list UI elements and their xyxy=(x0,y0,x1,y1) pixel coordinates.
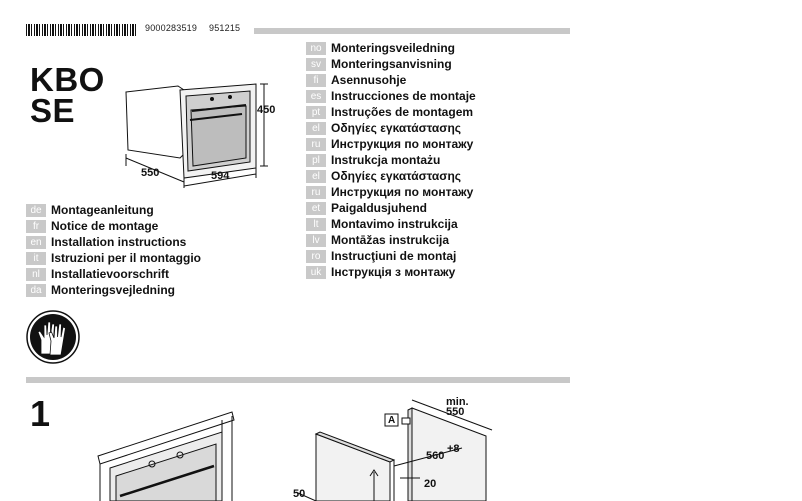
list-item: pt Instruções de montagem xyxy=(306,104,476,120)
list-item: fi Asennusohje xyxy=(306,72,476,88)
date-code: 951215 xyxy=(209,23,241,33)
language-label: Инструкция по монтажу xyxy=(331,185,474,199)
list-item: fr Notice de montage xyxy=(26,218,201,234)
language-list-right: no Monteringsveiledning sv Monteringsanvis… xyxy=(306,40,476,280)
language-code: el xyxy=(306,169,326,183)
list-item: el Οδηγίες εγκατάστασης xyxy=(306,168,476,184)
language-label: Notice de montage xyxy=(51,219,159,233)
list-item: it Istruzioni per il montaggio xyxy=(26,250,201,266)
list-item: et Paigaldusjuhend xyxy=(306,200,476,216)
language-label: Asennusohje xyxy=(331,73,407,87)
language-label: Montāžas instrukcija xyxy=(331,233,450,247)
language-code: it xyxy=(26,251,46,265)
language-code: pl xyxy=(306,153,326,167)
language-code: pt xyxy=(306,105,326,119)
language-code: uk xyxy=(306,265,326,279)
list-item: no Monteringsveiledning xyxy=(306,40,476,56)
oven-width: 594 xyxy=(211,170,230,182)
top-divider xyxy=(254,28,570,34)
language-code: de xyxy=(26,203,46,217)
language-code: sv xyxy=(306,57,326,71)
min-depth-value: 550 xyxy=(446,406,465,418)
language-label: Инструкция по монтажу xyxy=(331,137,474,151)
oven-depth: 550 xyxy=(141,167,160,179)
list-item: ru Инструкция по монтажу xyxy=(306,184,476,200)
section-divider xyxy=(26,377,570,383)
language-label: Istruzioni per il montaggio xyxy=(51,251,201,265)
language-code: da xyxy=(26,283,46,297)
cabinet-label: A xyxy=(388,415,396,426)
list-item: nl Installatievoorschrift xyxy=(26,266,201,282)
gap-value: 20 xyxy=(424,478,437,490)
protective-gloves-icon xyxy=(26,310,80,364)
language-code: lv xyxy=(306,233,326,247)
language-label: Installation instructions xyxy=(51,235,187,249)
list-item: ru Инструкция по монтажу xyxy=(306,136,476,152)
oven-drawing xyxy=(125,83,268,188)
language-label: Monteringsanvisning xyxy=(331,57,452,71)
oven-height: 450 xyxy=(257,104,276,116)
model-line-2: SE xyxy=(30,92,76,129)
language-label: Інструкція з монтажу xyxy=(331,265,456,279)
language-label: Instrucciones de montaje xyxy=(331,89,476,103)
step-number: 1 xyxy=(30,393,51,434)
language-code: ru xyxy=(306,185,326,199)
language-code: en xyxy=(26,235,46,249)
list-item: es Instrucciones de montaje xyxy=(306,88,476,104)
language-code: fr xyxy=(26,219,46,233)
opening-tolerance: +8 xyxy=(447,443,460,455)
language-label: Οδηγίες εγκατάστασης xyxy=(331,121,462,135)
language-code: et xyxy=(306,201,326,215)
list-item: de Montageanleitung xyxy=(26,202,201,218)
language-code: fi xyxy=(306,73,326,87)
list-item: uk Інструкція з монтажу xyxy=(306,264,476,280)
oven-in-cabinet-drawing xyxy=(97,411,235,501)
list-item: lv Montāžas instrukcija xyxy=(306,232,476,248)
cabinet-cutout-drawing xyxy=(297,399,493,501)
language-code: ru xyxy=(306,137,326,151)
language-list-left: de Montageanleitung fr Notice de montage e… xyxy=(26,202,201,298)
language-label: Paigaldusjuhend xyxy=(331,201,428,215)
document-number: 9000283519 xyxy=(145,23,198,33)
list-item: en Installation instructions xyxy=(26,234,201,250)
model-name: KBO SE xyxy=(30,61,105,129)
list-item: da Monteringsvejledning xyxy=(26,282,201,298)
opening-height-value: 560 xyxy=(426,450,445,462)
language-label: Instrucţiuni de montaj xyxy=(331,249,457,263)
language-code: lt xyxy=(306,217,326,231)
language-label: Monteringsveiledning xyxy=(331,41,456,55)
language-label: Instruções de montagem xyxy=(331,105,474,119)
list-item: ro Instrucţiuni de montaj xyxy=(306,248,476,264)
language-code: es xyxy=(306,89,326,103)
language-label: Monteringsvejledning xyxy=(51,283,176,297)
min-label: min. xyxy=(446,396,469,408)
language-code: nl xyxy=(26,267,46,281)
list-item: sv Monteringsanvisning xyxy=(306,56,476,72)
list-item: lt Montavimo instrukcija xyxy=(306,216,476,232)
language-label: Montavimo instrukcija xyxy=(331,217,458,231)
language-label: Οδηγίες εγκατάστασης xyxy=(331,169,462,183)
barcode xyxy=(26,24,138,36)
list-item: pl Instrukcja montażu xyxy=(306,152,476,168)
language-code: no xyxy=(306,41,326,55)
model-line-1: KBO xyxy=(30,61,105,98)
panel-value: 50 xyxy=(293,488,306,500)
language-label: Instrukcja montażu xyxy=(331,153,441,167)
language-code: ro xyxy=(306,249,326,263)
language-code: el xyxy=(306,121,326,135)
language-label: Installatievoorschrift xyxy=(51,267,170,281)
list-item: el Οδηγίες εγκατάστασης xyxy=(306,120,476,136)
language-label: Montageanleitung xyxy=(51,203,154,217)
